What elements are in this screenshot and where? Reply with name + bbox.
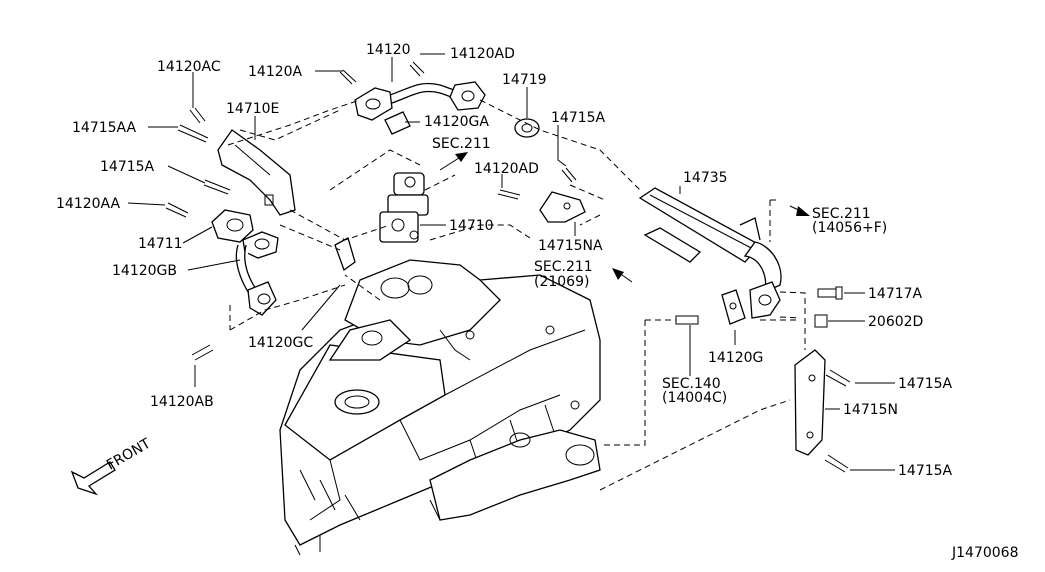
label-14735: 14735 — [683, 170, 728, 186]
label-sec211-right-sub: (14056+F) — [812, 220, 887, 236]
front-label: FRONT — [104, 435, 154, 473]
label-14120AA: 14120AA — [56, 196, 121, 212]
label-14710E: 14710E — [226, 101, 279, 117]
part-labels: 14120 14120AD 14120A 14120AC 14719 14710… — [56, 42, 1018, 561]
label-14715NA: 14715NA — [538, 238, 603, 254]
leader-lines — [127, 53, 895, 471]
sec-arrows — [439, 152, 810, 283]
exhaust-manifold — [429, 429, 601, 521]
dashed-assembly-lines — [227, 99, 806, 491]
label-14711: 14711 — [138, 236, 183, 252]
label-14120GA: 14120GA — [424, 114, 489, 130]
label-sec140: SEC.140 — [662, 376, 721, 392]
egr-cooler — [497, 167, 843, 328]
egr-tube-top — [339, 61, 540, 138]
label-14120G: 14120G — [708, 350, 763, 366]
diagram-id: J1470068 — [951, 545, 1018, 561]
label-sec211-mid-sub: (21069) — [534, 274, 589, 290]
egr-pipe-14711 — [211, 209, 279, 316]
label-14719: 14719 — [502, 72, 547, 88]
gasket-14120gc — [334, 237, 356, 272]
label-sec211-top: SEC.211 — [432, 136, 491, 152]
label-14715A-r2: 14715A — [898, 463, 953, 479]
front-arrow-icon: FRONT — [70, 435, 154, 496]
label-14710: 14710 — [449, 218, 494, 234]
label-14715A-r1: 14715A — [898, 376, 953, 392]
label-14120AD-mid: 14120AD — [474, 161, 539, 177]
bracket-14715n — [794, 349, 851, 473]
label-20602D: 20602D — [868, 314, 923, 330]
label-14717A: 14717A — [868, 286, 923, 302]
label-14120AD-top: 14120AD — [450, 46, 515, 62]
label-14120AC: 14120AC — [157, 59, 221, 75]
label-14715A-upper: 14715A — [551, 110, 606, 126]
label-14120A: 14120A — [248, 64, 303, 80]
bracket-14710e — [217, 129, 296, 216]
label-14120GB: 14120GB — [112, 263, 177, 279]
left-bolts — [165, 107, 231, 361]
label-sec211-right: SEC.211 — [812, 206, 871, 222]
egr-valve — [379, 172, 429, 243]
label-14715A-left: 14715A — [100, 159, 155, 175]
label-sec140-sub: (14004C) — [662, 390, 727, 406]
label-14120AB: 14120AB — [150, 394, 214, 410]
label-14715AA: 14715AA — [72, 120, 137, 136]
label-14715N: 14715N — [843, 402, 898, 418]
label-14120GC: 14120GC — [248, 335, 313, 351]
label-14120: 14120 — [366, 42, 411, 58]
intake-manifold — [328, 259, 501, 361]
label-sec211-mid: SEC.211 — [534, 259, 593, 275]
